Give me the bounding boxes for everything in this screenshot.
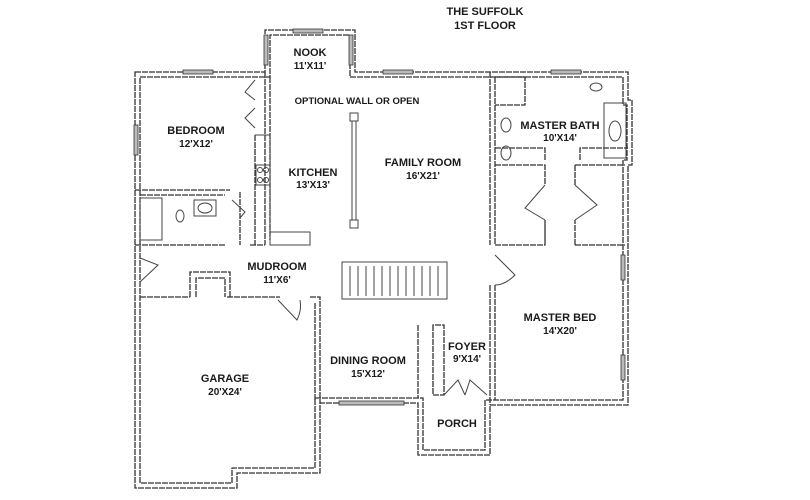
- windows: [133, 28, 626, 406]
- optional-wall-note: OPTIONAL WALL OR OPEN: [295, 96, 420, 107]
- room-name-master-bed: MASTER BED: [524, 312, 597, 324]
- room-size-nook: 11'X11': [294, 61, 327, 72]
- room-name-dining-room: DINING ROOM: [330, 355, 406, 367]
- plan-subtitle: 1ST FLOOR: [454, 20, 516, 32]
- room-name-mudroom: MUDROOM: [247, 261, 306, 273]
- room-size-mudroom: 11'X6': [263, 275, 291, 286]
- optional-wall: [349, 112, 359, 229]
- room-name-bedroom: BEDROOM: [167, 125, 224, 137]
- room-size-bedroom: 12'X12': [179, 139, 213, 150]
- room-size-dining-room: 15'X12': [351, 369, 385, 380]
- kitchen-counter: [255, 134, 311, 246]
- room-size-foyer: 9'X14': [453, 354, 481, 365]
- plan-title: THE SUFFOLK: [447, 6, 524, 18]
- room-size-master-bed: 14'X20': [543, 326, 577, 337]
- staircase: [341, 261, 448, 300]
- interior-walls: [135, 72, 628, 405]
- room-name-family-room: FAMILY ROOM: [385, 157, 461, 169]
- room-name-kitchen: KITCHEN: [289, 167, 338, 179]
- room-name-garage: GARAGE: [201, 373, 249, 385]
- room-name-nook: NOOK: [294, 47, 327, 59]
- room-size-garage: 20'X24': [208, 387, 242, 398]
- doors: [139, 79, 598, 396]
- room-name-foyer: FOYER: [448, 341, 486, 353]
- room-size-master-bath: 10'X14': [543, 133, 577, 144]
- room-size-kitchen: 13'X13': [296, 180, 330, 191]
- room-name-master-bath: MASTER BATH: [520, 120, 599, 132]
- bathroom-fixtures: [139, 82, 627, 241]
- room-name-porch: PORCH: [437, 418, 477, 430]
- room-size-family-room: 16'X21': [406, 171, 440, 182]
